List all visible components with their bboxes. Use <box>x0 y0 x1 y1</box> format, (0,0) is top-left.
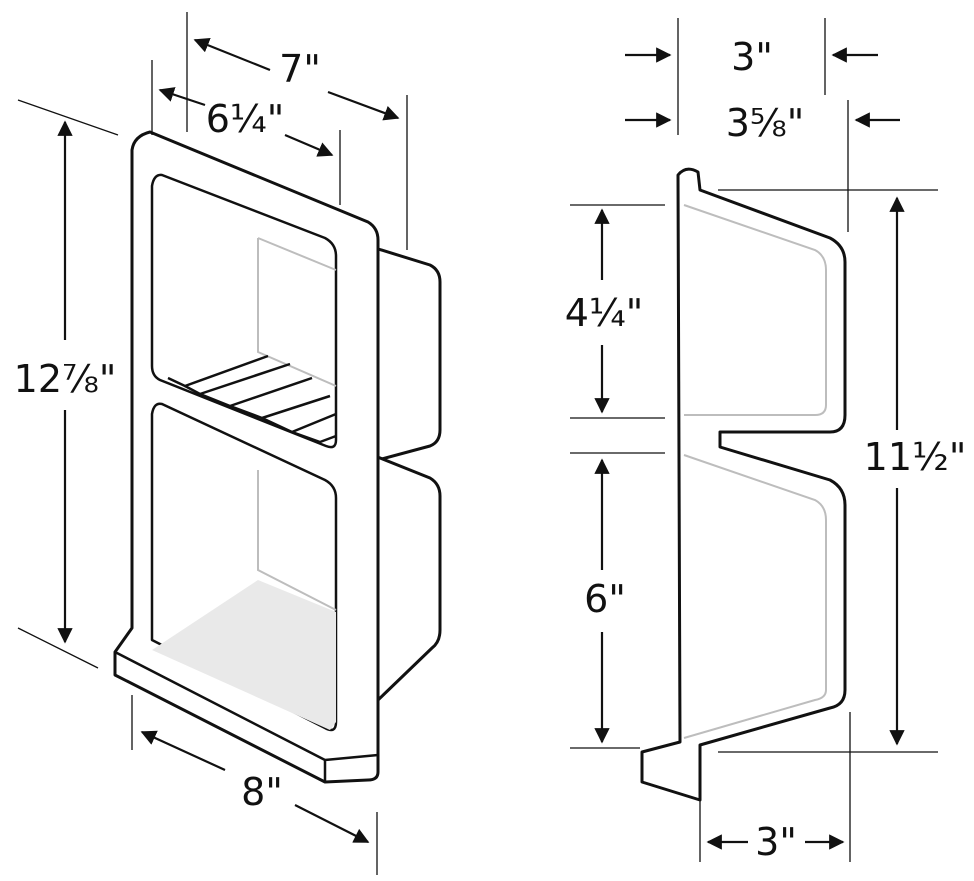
lower-opening <box>150 402 338 732</box>
front-view <box>113 130 442 784</box>
side-view <box>640 167 847 802</box>
dim-7-arrow-right <box>327 90 400 121</box>
dim-base-width: 8" <box>241 770 283 814</box>
dim-6-arrow-right <box>284 133 334 157</box>
lower-floor <box>152 580 336 730</box>
dim-depth-inner: 3" <box>731 35 773 79</box>
side-profile <box>640 167 847 802</box>
upper-back-wall <box>257 237 337 387</box>
upper-opening <box>150 173 338 449</box>
upper-box-side <box>373 246 442 462</box>
dim-6-arrow-left <box>158 87 206 107</box>
front-dimensions: 7" 6¼" 12⅞" 8" <box>14 12 408 875</box>
dim-7-arrow-left <box>193 37 271 72</box>
dim-8-arrow-right <box>294 804 370 843</box>
dim-lower-opening: 6" <box>584 577 626 621</box>
dim-width-outer: 7" <box>279 47 321 91</box>
dim-base-depth: 3" <box>755 820 797 864</box>
lower-back-wall <box>257 470 337 611</box>
dim-width-inner: 6¼" <box>206 97 285 141</box>
dim-depth-outer: 3⅝" <box>726 101 805 145</box>
dim-height: 12⅞" <box>14 357 117 401</box>
dim-overall-height: 11½" <box>864 435 967 479</box>
side-inner-upper <box>683 204 827 416</box>
lower-box-side <box>373 454 442 702</box>
dim-8-arrow-left <box>140 730 226 772</box>
side-inner-lower <box>683 454 827 739</box>
dim-upper-opening: 4¼" <box>565 291 644 335</box>
side-dimensions: 3" 3⅝" 4¼" 6" 11½" 3" <box>565 18 967 864</box>
upper-shelf-slats <box>167 354 337 444</box>
base-lip <box>114 650 379 782</box>
